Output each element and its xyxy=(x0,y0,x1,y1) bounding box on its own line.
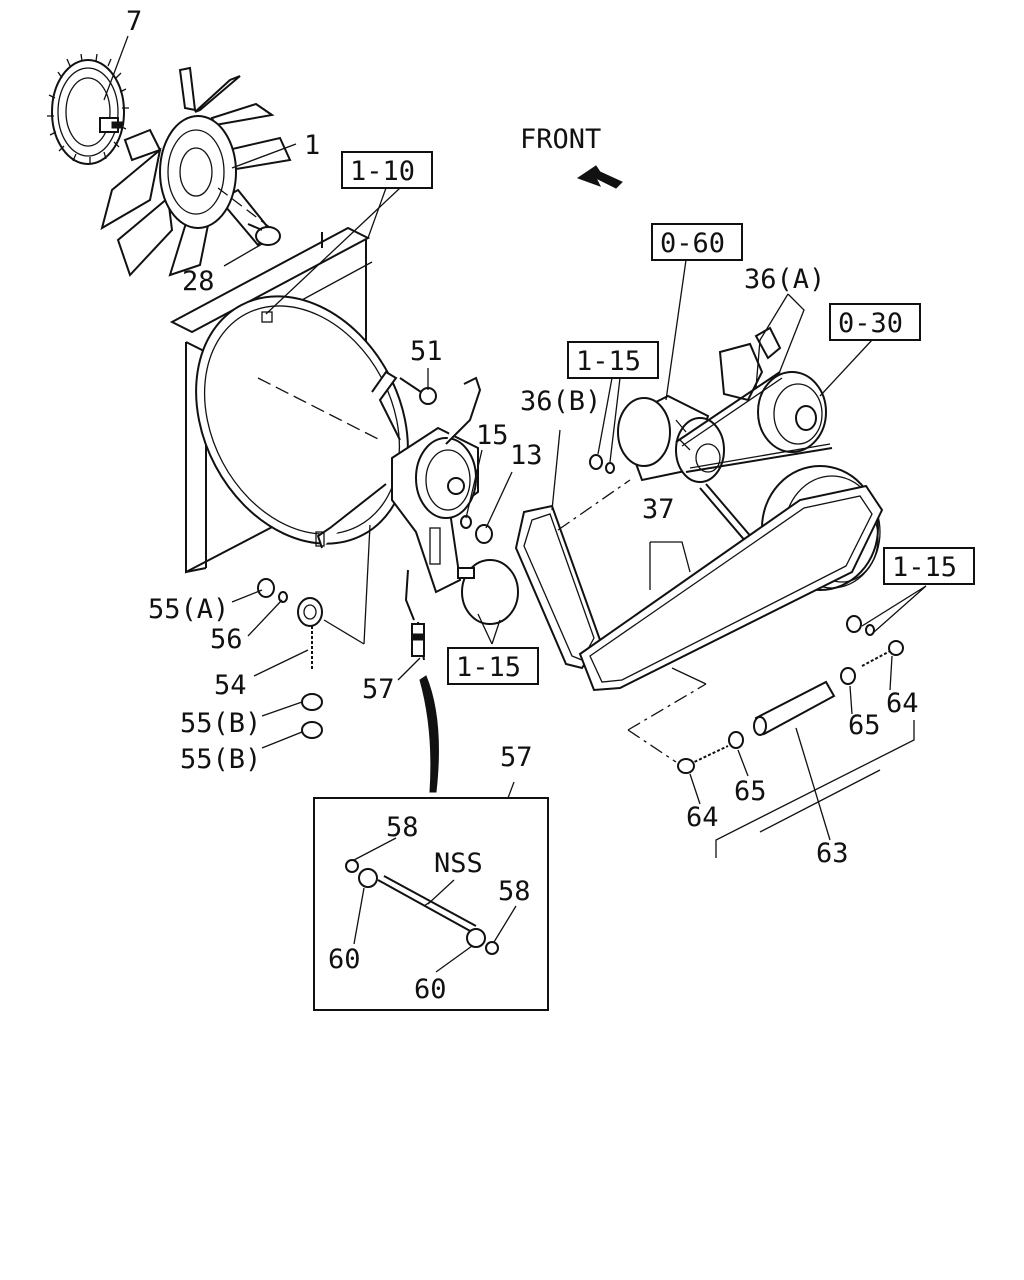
part-label-55b-lower: 55(B) xyxy=(180,744,261,775)
bolt-28 xyxy=(217,187,281,246)
part-label-56: 56 xyxy=(210,624,243,655)
part-label-1: 1 xyxy=(304,130,320,161)
detail-box-57 xyxy=(313,797,549,1011)
nut-13 xyxy=(475,524,493,544)
ref-box-1-15-right: 1-15 xyxy=(883,547,975,585)
nut-65-right xyxy=(840,667,856,685)
fan-shroud xyxy=(169,226,409,574)
ref-box-1-10: 1-10 xyxy=(341,151,433,189)
part-label-65-right: 65 xyxy=(848,710,881,741)
svg-text:0-60: 0-60 xyxy=(660,228,725,259)
nut-55b-upper xyxy=(301,693,323,711)
part-label-55a: 55(A) xyxy=(148,594,229,625)
alternator xyxy=(617,394,725,483)
ref-box-0-30: 0-30 xyxy=(829,303,921,341)
part-label-55b-upper: 55(B) xyxy=(180,708,261,739)
bolt-64-left xyxy=(677,745,729,774)
bolt-51 xyxy=(399,377,437,405)
drive-belt-36b xyxy=(514,504,602,670)
ref-box-0-60: 0-60 xyxy=(651,223,743,261)
svg-text:0-30: 0-30 xyxy=(838,308,903,339)
svg-text:1-15: 1-15 xyxy=(576,346,641,377)
nut-115-right xyxy=(846,615,862,633)
nut-55a xyxy=(257,578,275,598)
ref-box-1-15-lower: 1-15 xyxy=(447,647,539,685)
part-label-36a: 36(A) xyxy=(744,264,825,295)
turnbuckle-63 xyxy=(753,680,836,736)
drive-belt-37 xyxy=(578,484,884,692)
fan-clutch xyxy=(47,53,129,165)
front-label: FRONT xyxy=(520,124,601,155)
part-label-nss: NSS xyxy=(434,848,483,879)
part-label-51: 51 xyxy=(410,336,443,367)
cooling-fan xyxy=(100,66,292,277)
part-label-28: 28 xyxy=(182,266,215,297)
svg-text:1-10: 1-10 xyxy=(350,156,415,187)
part-label-64-left: 64 xyxy=(686,802,719,833)
part-label-60-bottom: 60 xyxy=(414,974,447,1005)
nut-55b-lower xyxy=(301,721,323,739)
nut-65-left xyxy=(728,731,744,749)
part-label-13: 13 xyxy=(510,440,543,471)
front-arrow-icon xyxy=(576,165,623,189)
adjust-rod xyxy=(404,569,425,661)
part-label-58-right: 58 xyxy=(498,876,531,907)
washer-115-right xyxy=(865,624,875,636)
part-label-60-left: 60 xyxy=(328,944,361,975)
part-label-7: 7 xyxy=(126,6,142,37)
part-label-64-right: 64 xyxy=(886,688,919,719)
part-label-36b: 36(B) xyxy=(520,386,601,417)
detail-pointer xyxy=(419,675,439,793)
part-label-57: 57 xyxy=(362,674,395,705)
part-label-54: 54 xyxy=(214,670,247,701)
part-label-15: 15 xyxy=(476,420,509,451)
part-label-65-left: 65 xyxy=(734,776,767,807)
part-label-57-detail: 57 xyxy=(500,742,533,773)
washer-56 xyxy=(278,591,288,603)
part-label-63: 63 xyxy=(816,838,849,869)
svg-text:1-15: 1-15 xyxy=(892,552,957,583)
svg-text:1-15: 1-15 xyxy=(456,652,521,683)
nut-115-left xyxy=(589,454,603,470)
eye-bolt-54 xyxy=(297,524,371,670)
leader-lines xyxy=(103,35,927,858)
part-label-37: 37 xyxy=(642,494,675,525)
part-label-58-top: 58 xyxy=(386,812,419,843)
water-pump-pulley xyxy=(718,326,827,453)
washer-115-left xyxy=(605,462,615,474)
ref-box-1-15-upper: 1-15 xyxy=(567,341,659,379)
bolt-64-right xyxy=(861,640,904,667)
tensioner-bracket xyxy=(315,370,482,594)
accessory-pulley xyxy=(457,559,519,625)
